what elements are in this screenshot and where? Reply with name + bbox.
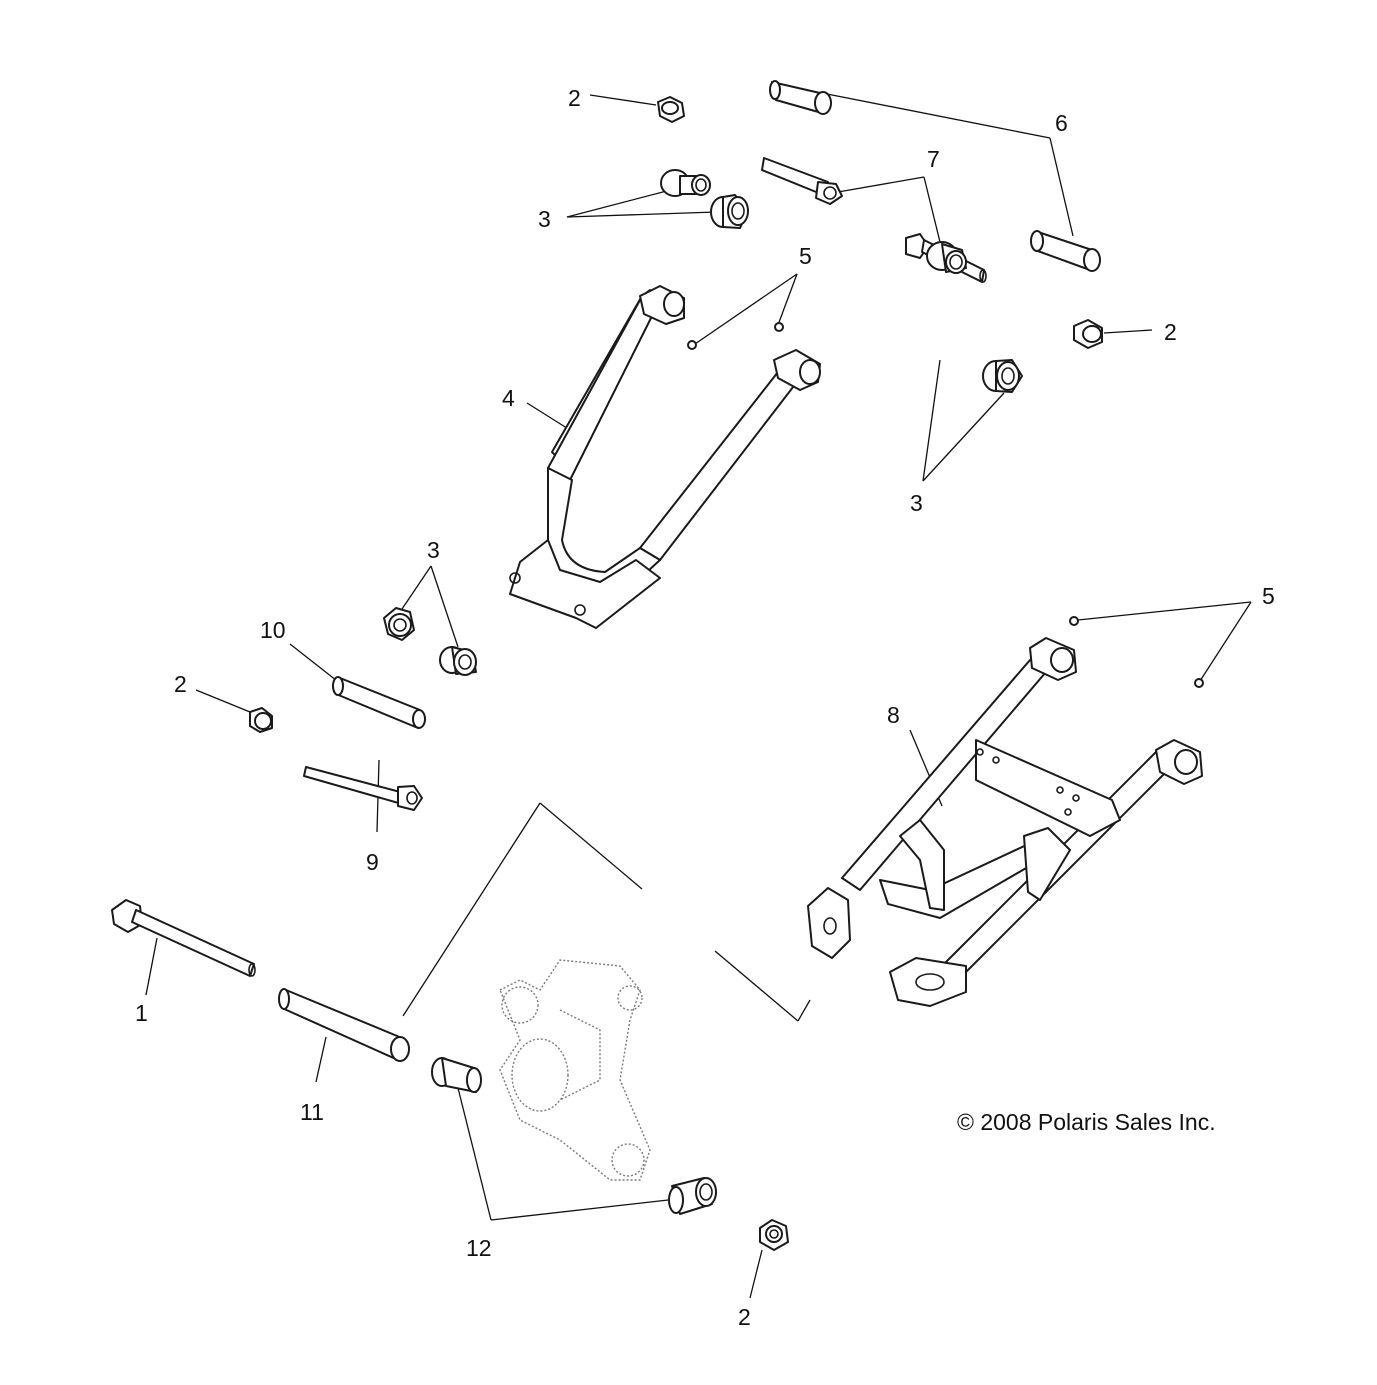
callout-labels: 2 3 6 7 5 2 4 3 3 10 2 9 5 8 1 11 12 2 (135, 85, 1275, 1330)
flange-nut-top (657, 96, 685, 123)
copyright-notice: © 2008 Polaris Sales Inc. (957, 1109, 1216, 1135)
bushing-mid-right (439, 646, 477, 676)
callout-3-right: 3 (910, 490, 923, 516)
grease-fitting-upper-left (687, 340, 697, 350)
lower-a-arm (807, 637, 1203, 1007)
flange-nut-bottom (759, 1219, 789, 1251)
bolt-9 (303, 766, 423, 811)
callout-2-left: 2 (174, 671, 187, 697)
bushing-right-lower (982, 359, 1023, 393)
grease-fitting-right-b (1194, 678, 1204, 688)
callout-10: 10 (260, 617, 286, 643)
sleeve-top (769, 80, 832, 115)
leader-lines (145, 92, 1252, 1299)
callout-3-mid: 3 (427, 537, 440, 563)
callout-5-right: 5 (1262, 583, 1275, 609)
callout-6: 6 (1055, 110, 1068, 136)
grease-fitting-right-a (1069, 616, 1079, 626)
callout-7: 7 (927, 146, 940, 172)
bushing-right-upper (926, 241, 967, 274)
callout-9: 9 (366, 849, 379, 875)
bolt-1-long (111, 899, 256, 977)
sleeve-11 (278, 988, 410, 1062)
callout-2-top: 2 (568, 85, 581, 111)
bushing-12-right (668, 1177, 717, 1215)
callout-4: 4 (502, 385, 515, 411)
flange-nut-left (249, 707, 273, 733)
callout-12: 12 (466, 1235, 492, 1261)
bushing-top-right (710, 194, 749, 229)
bushing-mid-left (383, 607, 415, 641)
callout-5-upper: 5 (799, 243, 812, 269)
callout-3-top: 3 (538, 206, 551, 232)
callout-2-bottom: 2 (738, 1304, 751, 1330)
bushing-top-left (660, 169, 711, 197)
flange-nut-right (1073, 319, 1103, 349)
callout-1: 1 (135, 1000, 148, 1026)
bolt-7-upper (761, 157, 843, 205)
callout-2-right: 2 (1164, 319, 1177, 345)
sleeve-right (1030, 230, 1101, 272)
ghosted-knuckle (499, 959, 651, 1181)
sleeve-10 (332, 676, 426, 729)
callout-11: 11 (300, 1099, 324, 1125)
grease-fitting-upper-right (774, 322, 784, 332)
upper-a-arm (509, 285, 821, 629)
bushing-12-left (431, 1057, 482, 1093)
callout-8: 8 (887, 702, 900, 728)
